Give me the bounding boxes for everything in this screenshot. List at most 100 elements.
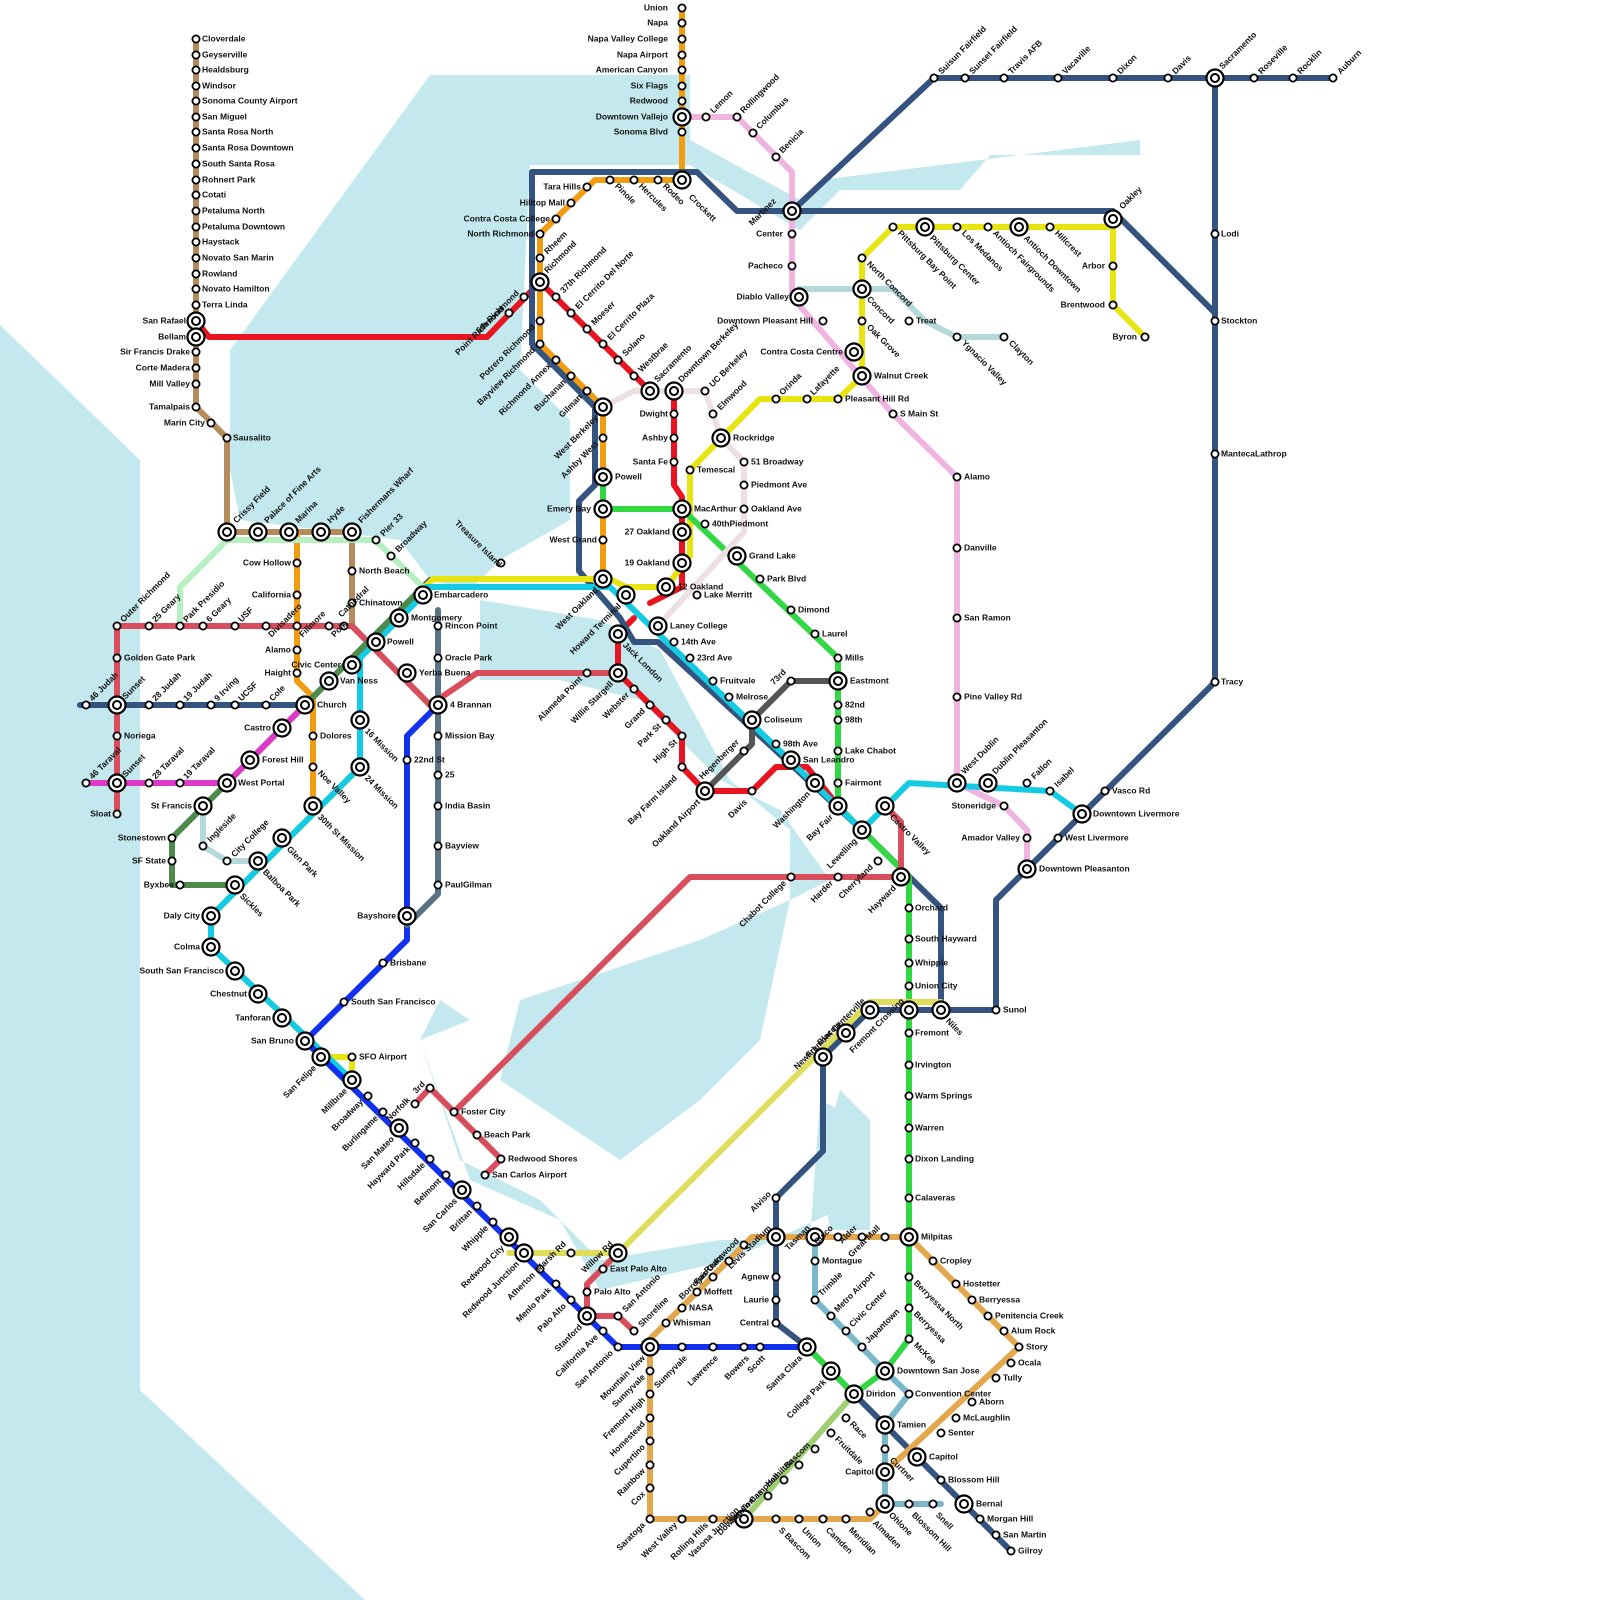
station-marker[interactable] <box>112 653 122 663</box>
station-marker[interactable] <box>672 522 692 542</box>
station-marker[interactable] <box>261 700 271 710</box>
station-marker[interactable] <box>947 773 967 793</box>
station-marker[interactable] <box>645 1483 655 1493</box>
station-marker[interactable] <box>441 1170 451 1180</box>
station-marker[interactable] <box>904 903 914 913</box>
station-marker[interactable] <box>677 1514 687 1524</box>
station-marker[interactable] <box>535 229 545 239</box>
station-marker[interactable] <box>167 833 177 843</box>
station-marker[interactable] <box>248 984 268 1004</box>
station-marker[interactable] <box>428 695 448 715</box>
station-marker[interactable] <box>410 1138 420 1148</box>
station-marker[interactable] <box>904 316 914 326</box>
station-marker[interactable] <box>191 300 201 310</box>
station-marker[interactable] <box>802 394 812 404</box>
station-marker[interactable] <box>991 1530 1001 1540</box>
station-marker[interactable] <box>433 770 443 780</box>
station-marker[interactable] <box>724 692 734 702</box>
station-marker[interactable] <box>999 332 1009 342</box>
station-marker[interactable] <box>915 217 935 237</box>
station-marker[interactable] <box>904 1091 914 1101</box>
station-marker[interactable] <box>701 112 711 122</box>
station-marker[interactable] <box>225 961 245 981</box>
station-marker[interactable] <box>708 409 718 419</box>
station-marker[interactable] <box>724 1256 734 1266</box>
station-marker[interactable] <box>672 170 692 190</box>
station-marker[interactable] <box>107 695 127 715</box>
station-marker[interactable] <box>873 856 883 866</box>
station-marker[interactable] <box>727 546 747 566</box>
station-marker[interactable] <box>272 1008 292 1028</box>
station-marker[interactable] <box>378 1107 388 1117</box>
station-marker[interactable] <box>144 700 154 710</box>
station-marker[interactable] <box>841 1326 851 1336</box>
station-marker[interactable] <box>880 1444 890 1454</box>
station-marker[interactable] <box>742 710 762 730</box>
station-marker[interactable] <box>739 746 749 756</box>
station-marker[interactable] <box>413 585 433 605</box>
station-marker[interactable] <box>193 796 213 816</box>
station-marker[interactable] <box>217 773 237 793</box>
station-marker[interactable] <box>1045 222 1055 232</box>
station-marker[interactable] <box>347 1052 357 1062</box>
station-marker[interactable] <box>480 1170 490 1180</box>
station-marker[interactable] <box>904 1334 914 1344</box>
station-marker[interactable] <box>363 1091 373 1101</box>
station-marker[interactable] <box>794 1460 804 1470</box>
station-marker[interactable] <box>786 872 796 882</box>
station-marker[interactable] <box>852 366 872 386</box>
station-marker[interactable] <box>311 522 331 542</box>
station-marker[interactable] <box>206 418 216 428</box>
station-marker[interactable] <box>191 127 201 137</box>
station-marker[interactable] <box>826 1311 836 1321</box>
station-marker[interactable] <box>928 1499 938 1509</box>
station-marker[interactable] <box>700 386 710 396</box>
station-marker[interactable] <box>677 34 687 44</box>
station-marker[interactable] <box>931 1000 951 1020</box>
station-marker[interactable] <box>292 558 302 568</box>
station-marker[interactable] <box>810 629 820 639</box>
station-marker[interactable] <box>828 796 848 816</box>
station-marker[interactable] <box>771 1514 781 1524</box>
station-marker[interactable] <box>904 1499 914 1509</box>
station-marker[interactable] <box>191 143 201 153</box>
station-marker[interactable] <box>747 786 757 796</box>
station-marker[interactable] <box>857 316 867 326</box>
station-marker[interactable] <box>496 1154 506 1164</box>
station-marker[interactable] <box>191 284 201 294</box>
station-marker[interactable] <box>292 645 302 655</box>
station-marker[interactable] <box>904 1123 914 1133</box>
station-marker[interactable] <box>786 605 796 615</box>
station-marker[interactable] <box>112 731 122 741</box>
station-marker[interactable] <box>598 339 608 349</box>
station-marker[interactable] <box>810 1295 820 1305</box>
station-marker[interactable] <box>852 820 872 840</box>
station-marker[interactable] <box>677 3 687 13</box>
station-marker[interactable] <box>582 324 592 334</box>
station-marker[interactable] <box>828 671 848 691</box>
station-marker[interactable] <box>272 828 292 848</box>
station-marker[interactable] <box>875 796 895 816</box>
station-marker[interactable] <box>904 1389 914 1399</box>
station-marker[interactable] <box>292 621 302 631</box>
station-marker[interactable] <box>514 1243 534 1263</box>
station-marker[interactable] <box>648 616 668 636</box>
station-marker[interactable] <box>201 937 221 957</box>
station-marker[interactable] <box>899 1000 919 1020</box>
station-marker[interactable] <box>983 1311 993 1321</box>
station-marker[interactable] <box>378 958 388 968</box>
station-marker[interactable] <box>279 522 299 542</box>
station-marker[interactable] <box>222 433 232 443</box>
station-marker[interactable] <box>1328 73 1338 83</box>
station-marker[interactable] <box>991 1373 1001 1383</box>
station-marker[interactable] <box>677 65 687 75</box>
station-marker[interactable] <box>1205 68 1225 88</box>
station-marker[interactable] <box>582 386 592 396</box>
station-marker[interactable] <box>347 566 357 576</box>
station-marker[interactable] <box>805 773 825 793</box>
station-marker[interactable] <box>967 1295 977 1305</box>
station-marker[interactable] <box>217 522 237 542</box>
station-marker[interactable] <box>852 279 872 299</box>
station-marker[interactable] <box>1009 217 1029 237</box>
station-marker[interactable] <box>449 1107 459 1117</box>
